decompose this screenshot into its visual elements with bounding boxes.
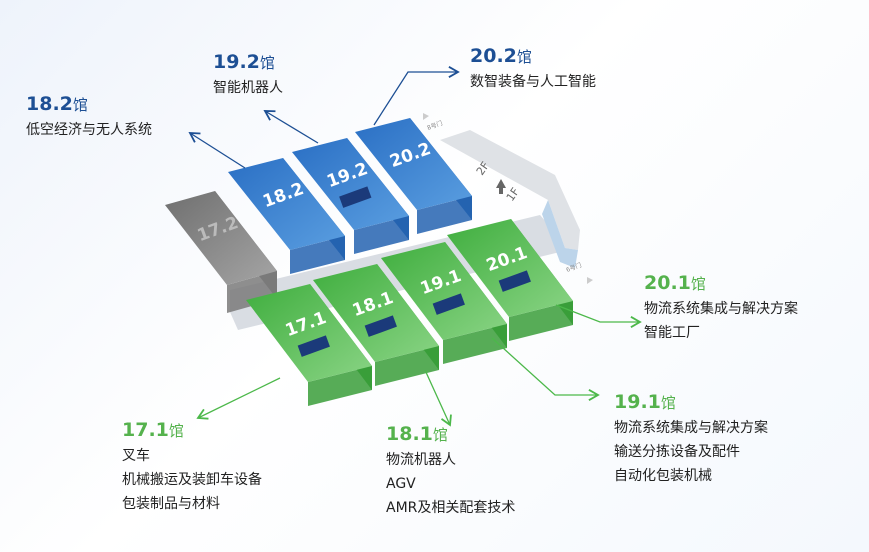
hall-category: 叉车 (122, 448, 150, 464)
building-front (354, 216, 409, 254)
building-top (165, 191, 277, 285)
building-front (443, 324, 507, 364)
building-top (246, 284, 372, 382)
building-18.2[interactable]: 18.2 (228, 158, 345, 274)
hall-category: 自动化包装机械 (614, 468, 712, 484)
hall-17-1-label: 17.1馆 叉车 机械搬运及装卸车设备 包装制品与材料 (122, 418, 262, 516)
hall-20-1-label: 20.1馆 物流系统集成与解决方案 智能工厂 (644, 271, 798, 345)
ramp-2f-label: 2F (474, 159, 492, 177)
building-top (313, 264, 439, 362)
hall-suffix: 馆 (72, 96, 88, 114)
building-17.1[interactable]: 17.1 (246, 284, 372, 406)
hall-category: 物流系统集成与解决方案 (644, 301, 798, 317)
up-arrow-icon (496, 179, 506, 194)
gate-8-label: 8号门 (426, 119, 444, 132)
hall-18-2-label: 18.2馆 低空经济与无人系统 (26, 92, 152, 142)
exhibition-logo-icon (364, 315, 397, 337)
hall-suffix: 馆 (432, 426, 448, 444)
building-top (355, 118, 472, 210)
building-front (308, 366, 372, 406)
hall-number: 17.1 (122, 419, 169, 441)
hall-category: 物流系统集成与解决方案 (614, 420, 768, 436)
gate-8-arrow-icon (423, 113, 429, 120)
building-top (292, 138, 409, 230)
hall-18-1-label: 18.1馆 物流机器人 AGV AMR及相关配套技术 (386, 422, 515, 520)
building-front (417, 196, 472, 234)
hall-number: 20.1 (644, 272, 691, 294)
hall-category: AGV (386, 476, 416, 492)
hall-20-2-label: 20.2馆 数智装备与人工智能 (470, 44, 596, 94)
building-front (375, 346, 439, 386)
building-20.2[interactable]: 20.2 (355, 118, 472, 234)
hall-suffix: 馆 (660, 394, 676, 412)
leader-lines (188, 66, 642, 427)
hall-suffix: 馆 (259, 54, 275, 72)
building-front (290, 236, 345, 274)
hall-category: AMR及相关配套技术 (386, 500, 516, 516)
hall-number: 18.1 (386, 423, 433, 445)
exhibition-logo-icon (339, 186, 372, 208)
exhibition-logo-icon (432, 293, 465, 315)
hall-category: 输送分拣设备及配件 (614, 444, 740, 460)
hall-category: 物流机器人 (386, 452, 456, 468)
hall-category: 低空经济与无人系统 (26, 122, 152, 138)
gate-6-arrow-icon (587, 277, 593, 284)
building-19.1[interactable]: 19.1 (381, 242, 507, 364)
building-front (509, 301, 573, 341)
building-18.1[interactable]: 18.1 (313, 264, 439, 386)
hall-19-1-label: 19.1馆 物流系统集成与解决方案 输送分拣设备及配件 自动化包装机械 (614, 390, 768, 488)
hall-number: 18.2 (26, 93, 73, 115)
building-20.1[interactable]: 20.1 (447, 219, 573, 341)
ramp-1f-label: 1F (504, 185, 522, 203)
hall-suffix: 馆 (168, 422, 184, 440)
hall-category: 机械搬运及装卸车设备 (122, 472, 262, 488)
exhibition-logo-icon (498, 270, 531, 292)
hall-number: 19.2 (213, 51, 260, 73)
hall-category: 智能机器人 (213, 80, 283, 96)
building-top (228, 158, 345, 250)
hall-category: 数智装备与人工智能 (470, 74, 596, 90)
building-17.2[interactable]: 17.2 (165, 191, 277, 313)
hall-suffix: 馆 (690, 275, 706, 293)
hall-category: 智能工厂 (644, 325, 700, 341)
hall-number: 20.2 (470, 45, 517, 67)
building-top (381, 242, 507, 340)
building-19.2[interactable]: 19.2 (292, 138, 409, 254)
hall-suffix: 馆 (516, 48, 532, 66)
building-top (447, 219, 573, 317)
hall-number: 19.1 (614, 391, 661, 413)
exhibition-logo-icon (297, 335, 330, 357)
hall-category: 包装制品与材料 (122, 496, 220, 512)
hall-19-2-label: 19.2馆 智能机器人 (213, 50, 283, 100)
